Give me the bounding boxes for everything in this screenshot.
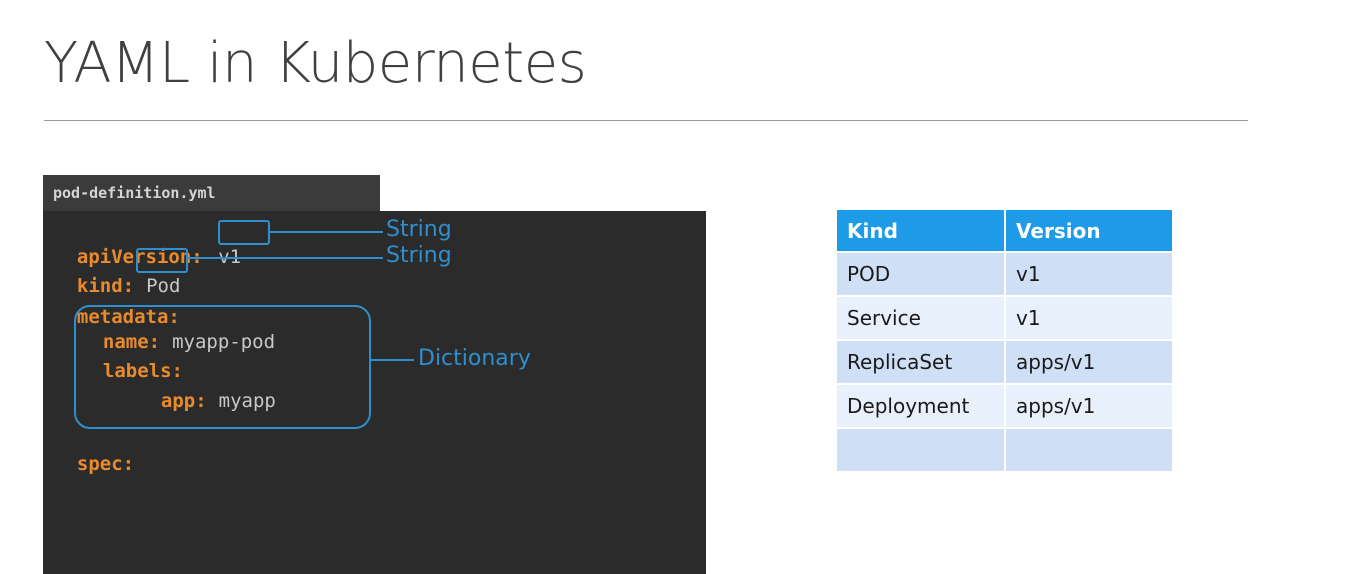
code-line-api-version: apiVersion: v1 <box>54 221 241 269</box>
code-line-metadata: metadata: <box>54 281 180 329</box>
table-cell-kind: ReplicaSet <box>837 340 1006 385</box>
yaml-key: name: <box>102 331 161 353</box>
table-row: Service v1 <box>837 296 1174 341</box>
code-line-labels: labels: <box>80 335 183 383</box>
table-cell-kind: Service <box>837 296 1006 341</box>
table-cell-kind <box>837 428 1006 473</box>
yaml-key: metadata: <box>76 306 180 328</box>
file-tab[interactable]: pod-definition.yml <box>43 175 380 211</box>
api-version-type-label: String <box>386 217 452 242</box>
yaml-key: kind: <box>76 275 135 297</box>
table-row: ReplicaSet apps/v1 <box>837 340 1174 385</box>
table-cell-version <box>1005 428 1174 473</box>
title-divider <box>44 120 1248 121</box>
kind-value-highlight <box>136 248 188 273</box>
yaml-value: myapp <box>218 390 276 412</box>
table-row: POD v1 <box>837 252 1174 297</box>
table-cell-kind: Deployment <box>837 384 1006 429</box>
table-cell-version: apps/v1 <box>1005 384 1174 429</box>
code-line-name: name: myapp-pod <box>80 306 275 354</box>
kind-version-table: Kind Version POD v1 Service v1 ReplicaSe… <box>837 210 1174 473</box>
yaml-key: app: <box>160 390 207 412</box>
metadata-dictionary-highlight <box>74 305 371 429</box>
code-line-spec: spec: <box>54 428 134 476</box>
metadata-type-label: Dictionary <box>418 346 531 371</box>
table-row: Deployment apps/v1 <box>837 384 1174 429</box>
metadata-connector <box>371 359 414 361</box>
yaml-value: Pod <box>146 275 181 297</box>
yaml-key: spec: <box>76 453 135 475</box>
table-header-row: Kind Version <box>837 210 1174 253</box>
column-header-version: Version <box>1005 210 1174 253</box>
table-row <box>837 428 1174 473</box>
yaml-value: myapp-pod <box>172 331 276 353</box>
code-line-app: app: myapp <box>138 365 276 413</box>
api-version-value-highlight <box>218 220 270 245</box>
code-line-kind: kind: Pod <box>54 250 181 298</box>
yaml-key: labels: <box>102 360 183 382</box>
kind-connector <box>188 257 383 259</box>
table-cell-version: apps/v1 <box>1005 340 1174 385</box>
table-cell-version: v1 <box>1005 296 1174 341</box>
column-header-kind: Kind <box>837 210 1006 253</box>
yaml-key: apiVersion: <box>76 246 203 268</box>
api-version-connector <box>270 231 383 233</box>
table-cell-kind: POD <box>837 252 1006 297</box>
kind-type-label: String <box>386 243 452 268</box>
table-cell-version: v1 <box>1005 252 1174 297</box>
slide-title: YAML in Kubernetes <box>44 31 587 96</box>
